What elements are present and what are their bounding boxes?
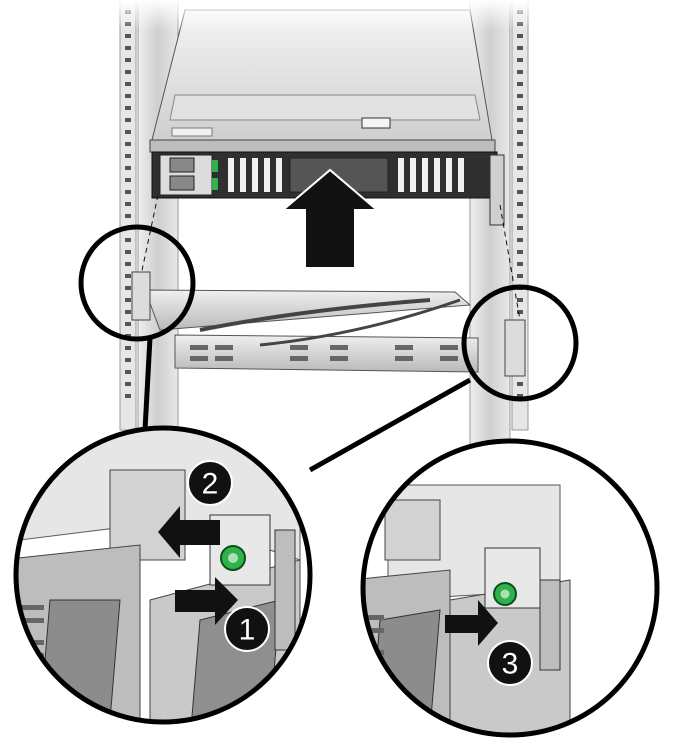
push-arrow-icon: [280, 168, 380, 269]
callout-connectors: [142, 337, 472, 473]
step-2-arrow-icon: [158, 506, 220, 558]
cable-management-arm-icon: [131, 271, 526, 377]
pci-slots: [228, 158, 464, 192]
zoom-callout-right: [360, 438, 660, 738]
step-badge-2-label: 2: [202, 468, 219, 501]
power-supply-icon: [159, 154, 218, 196]
green-latch-icon: [220, 545, 246, 571]
detail-circle-left: [78, 224, 196, 342]
zoom-callout-left: [13, 425, 313, 725]
step-3-arrow-icon: [445, 600, 498, 646]
leader-lines: [139, 194, 521, 321]
green-latch-icon: [493, 582, 517, 606]
step-badge-1: 1: [224, 606, 270, 652]
server-chassis-icon: [149, 9, 505, 226]
step-badge-3-label: 3: [502, 648, 519, 681]
step-1-arrow-icon: [175, 577, 238, 625]
step-badge-3: 3: [487, 640, 533, 686]
step-badge-1-label: 1: [239, 614, 256, 647]
step-badge-2: 2: [187, 460, 233, 506]
detail-circle-right: [461, 284, 579, 402]
